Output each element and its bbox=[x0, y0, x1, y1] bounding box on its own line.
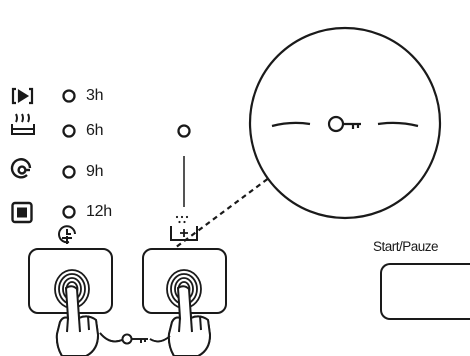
steam-icon bbox=[12, 114, 34, 134]
start-pause-label: Start/Pauze bbox=[373, 240, 438, 254]
option-button[interactable] bbox=[142, 248, 227, 314]
spiral-icon bbox=[12, 159, 30, 177]
timer-icon bbox=[59, 226, 75, 244]
program-play-icon bbox=[13, 89, 32, 103]
start-pause-button[interactable] bbox=[380, 263, 470, 320]
delay-label-12h: 12h bbox=[86, 204, 112, 220]
delay-label-3h: 3h bbox=[86, 88, 103, 104]
option-indicator bbox=[179, 126, 190, 137]
delay-timer-button[interactable] bbox=[28, 248, 113, 314]
extra-option-icon bbox=[171, 216, 197, 240]
delay-6h-indicator bbox=[64, 126, 75, 137]
delay-9h-indicator bbox=[64, 167, 75, 178]
key-icon bbox=[100, 333, 170, 344]
delay-label-6h: 6h bbox=[86, 123, 103, 139]
delay-12h-indicator bbox=[64, 207, 75, 218]
delay-3h-indicator bbox=[64, 91, 75, 102]
square-stop-icon bbox=[13, 203, 32, 222]
delay-label-9h: 9h bbox=[86, 164, 103, 180]
